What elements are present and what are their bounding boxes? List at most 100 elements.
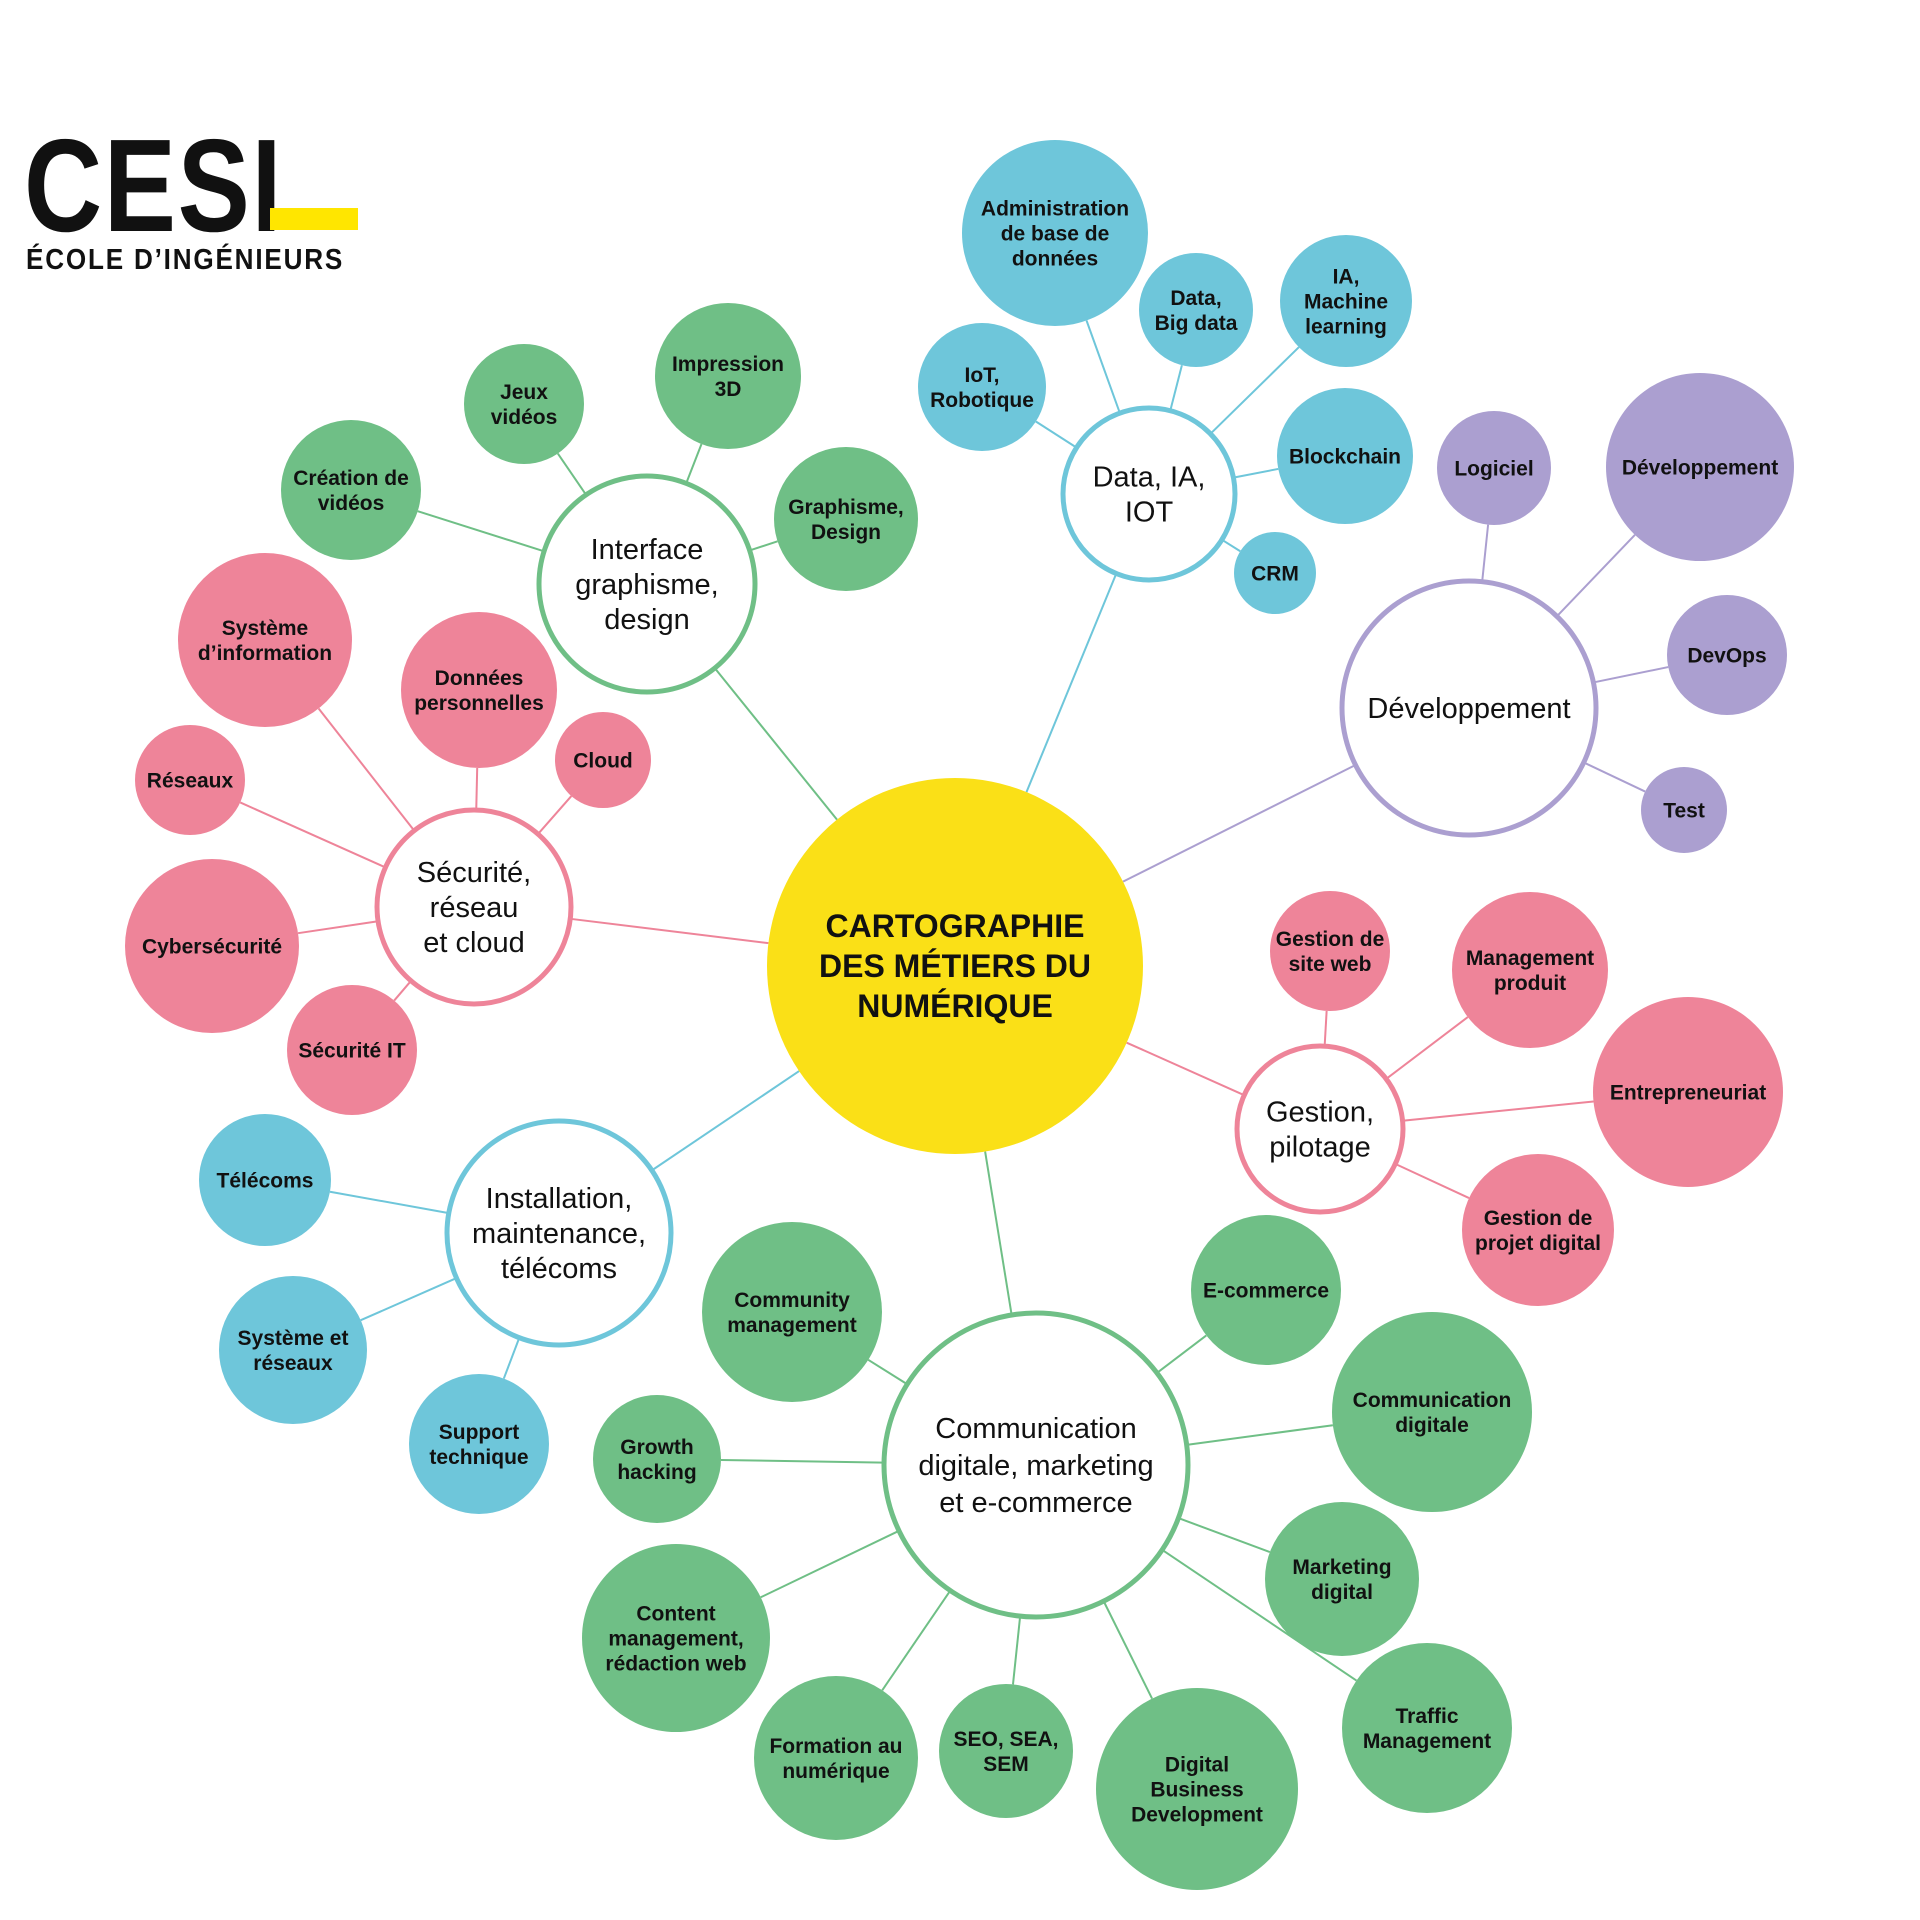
topic-label-line: vidéos — [491, 406, 558, 429]
topic-bubble — [1139, 253, 1253, 367]
topic-bubble — [1332, 1312, 1532, 1512]
topic-label-line: hacking — [617, 1461, 696, 1484]
topic-label-line: Robotique — [930, 389, 1034, 412]
category-gestion: Gestion,pilotage — [1234, 1043, 1406, 1215]
topic-label: Développement — [1622, 456, 1778, 479]
topic-bubble — [1342, 1643, 1512, 1813]
topic-label-line: Management — [1466, 947, 1594, 970]
topic-label: Blockchain — [1289, 445, 1401, 468]
topic-securite-item: Cybersécurité — [125, 859, 299, 1033]
connector-interface-item — [557, 452, 587, 496]
connector-securite-item — [317, 707, 415, 832]
connector-interface-item — [417, 510, 545, 553]
central-topic-circle — [767, 778, 1143, 1154]
topic-label: Logiciel — [1454, 457, 1533, 480]
category-title-line: Gestion, — [1266, 1097, 1374, 1129]
category-title-line: Développement — [1367, 693, 1570, 725]
cesi-logo: CESI ÉCOLE D’INGÉNIEURS — [24, 112, 358, 280]
topic-label-line: Digital — [1165, 1753, 1229, 1776]
topic-label-line: Management — [1363, 1730, 1491, 1753]
topic-label-line: Design — [811, 521, 881, 544]
topic-securite-item: Sécurité IT — [287, 985, 417, 1115]
topic-bubble — [1096, 1688, 1298, 1890]
topic-securite-item: Cloud — [555, 712, 651, 808]
topic-bubble — [582, 1544, 770, 1732]
topic-communication-item: SEO, SEA,SEM — [939, 1684, 1073, 1818]
connector-securite-item — [393, 980, 412, 1002]
topic-bubble — [962, 140, 1148, 326]
topic-label: Sécurité IT — [298, 1039, 406, 1062]
topic-label-line: de base de — [1001, 222, 1110, 245]
connector-gestion-item — [1323, 1010, 1328, 1047]
topic-label: Réseaux — [147, 769, 234, 792]
topic-label-line: Logiciel — [1454, 457, 1533, 480]
topic-label: Entrepreneuriat — [1610, 1081, 1766, 1104]
topic-label: DevOps — [1687, 644, 1766, 667]
connector-securite-item — [297, 920, 379, 935]
topic-label-line: Traffic — [1395, 1705, 1458, 1728]
topic-label-line: Développement — [1622, 456, 1778, 479]
category-title: Développement — [1367, 693, 1570, 725]
category-data: Data, IA,IOT — [1060, 405, 1238, 583]
category-circle — [444, 1118, 674, 1348]
connector-dev-item — [1593, 666, 1669, 684]
topic-bubble — [178, 553, 352, 727]
topic-label-line: Cloud — [573, 749, 632, 772]
topic-bubble — [1437, 411, 1551, 525]
connector-layer — [239, 320, 1669, 1699]
connector-dev-item — [1556, 534, 1636, 618]
topic-label-line: management, — [608, 1627, 743, 1650]
topic-securite-item: Réseaux — [135, 725, 245, 835]
central-topic-title-line: NUMÉRIQUE — [857, 988, 1053, 1024]
category-title-line: réseau — [430, 892, 519, 924]
category-title: Gestion,pilotage — [1266, 1097, 1374, 1164]
topic-bubble — [939, 1684, 1073, 1818]
category-circle — [1060, 405, 1238, 583]
topic-bubble — [125, 859, 299, 1033]
topic-label-line: Blockchain — [1289, 445, 1401, 468]
topic-bubble — [1593, 997, 1783, 1187]
topic-label-line: produit — [1494, 972, 1566, 995]
connector-data-item — [1169, 364, 1183, 411]
topic-bubble — [287, 985, 417, 1115]
logo-wordmark: CESI — [24, 112, 284, 259]
connector-communication-item — [1156, 1334, 1207, 1374]
topic-label-line: Jeux — [500, 381, 548, 404]
connector-communication-item — [760, 1529, 900, 1599]
category-title-line: Sécurité, — [417, 857, 531, 889]
topic-dev-item: Logiciel — [1437, 411, 1551, 525]
topic-label-line: technique — [429, 1446, 528, 1469]
topic-label-line: Community — [734, 1289, 850, 1312]
connector-communication-item — [881, 1589, 952, 1691]
topic-bubble — [199, 1114, 331, 1246]
topic-label-line: Formation au — [769, 1735, 902, 1758]
category-title-line: design — [604, 604, 689, 636]
topic-bubble — [754, 1676, 918, 1840]
logo-underscore-bar — [270, 208, 358, 230]
connector-interface — [714, 667, 838, 821]
connector-installation-item — [360, 1277, 457, 1322]
connector-communication-item — [867, 1358, 908, 1386]
topic-label: Cloud — [573, 749, 632, 772]
